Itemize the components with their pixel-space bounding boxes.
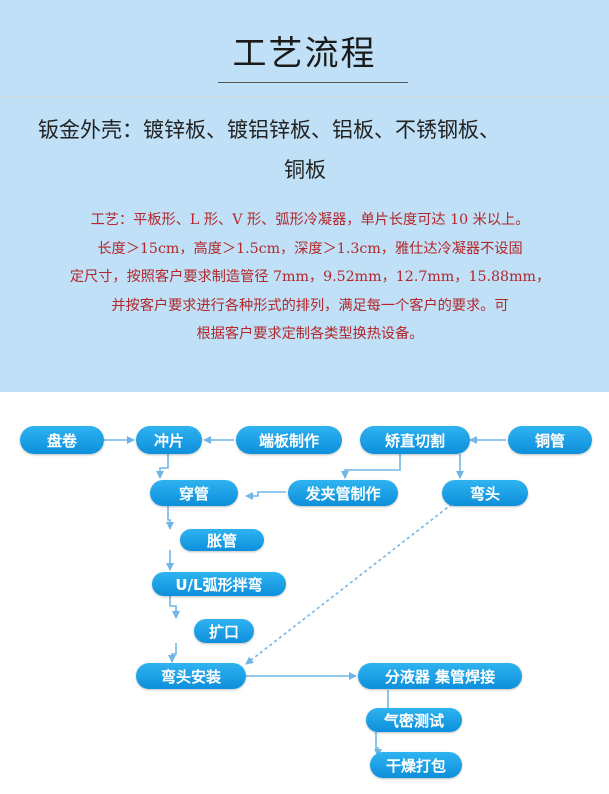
node-distributor-weld: 分液器 集管焊接 <box>358 663 522 689</box>
node-hairpin: 发夹管制作 <box>288 480 398 506</box>
node-elbow: 弯头 <box>442 480 528 506</box>
node-expand: 胀管 <box>180 529 264 551</box>
materials-text: 钣金外壳：镀锌板、镀铝锌板、铝板、不锈钢板、 铜板 <box>38 110 598 190</box>
node-copper-tube: 铜管 <box>508 426 592 454</box>
description-panel: 工艺流程 钣金外壳：镀锌板、镀铝锌板、铝板、不锈钢板、 铜板 工艺：平板形、L … <box>0 0 609 392</box>
arrow-elbow-install <box>245 503 453 665</box>
arrow-flare-install <box>168 643 177 663</box>
node-punch: 冲片 <box>136 426 202 454</box>
arrow-punch-threading <box>156 454 169 479</box>
node-coil: 盘卷 <box>20 426 104 454</box>
node-elbow-install: 弯头安装 <box>136 663 246 689</box>
node-leak-test: 气密测试 <box>366 708 462 732</box>
node-ul-bend: U/L弧形拌弯 <box>152 572 286 596</box>
arrow-straighten-hairpin <box>341 454 401 479</box>
arrow-threading-expand <box>166 506 174 530</box>
title-underline <box>218 82 408 83</box>
process-flowchart: 盘卷 冲片 端板制作 矫直切割 铜管 穿管 发夹管制作 弯头 胀管 U/L弧形拌… <box>0 392 609 794</box>
page-title: 工艺流程 <box>232 34 377 74</box>
materials-line-2: 铜板 <box>284 158 326 182</box>
arrow-hairpin-threading <box>245 491 286 500</box>
node-straighten: 矫直切割 <box>360 426 470 454</box>
node-endplate: 端板制作 <box>236 426 342 454</box>
process-line-3: 定尺寸，按照客户要求制造管径 7mm，9.52mm，12.7mm，15.88mm… <box>69 269 551 285</box>
process-description: 工艺：平板形、L 形、V 形、弧形冷凝器，单片长度可达 10 米以上。 长度＞1… <box>30 206 590 349</box>
process-line-5: 根据客户要求定制各类型换热设备。 <box>196 326 424 342</box>
materials-line-1: 钣金外壳：镀锌板、镀铝锌板、铝板、不锈钢板、 <box>38 118 500 142</box>
process-line-4: 并按客户要求进行各种形式的排列，满足每一个客户的要求。可 <box>111 297 509 314</box>
arrow-ulbend-flare <box>169 595 180 619</box>
divider <box>0 96 609 97</box>
process-line-1: 工艺：平板形、L 形、V 形、弧形冷凝器，单片长度可达 10 米以上。 <box>90 212 530 228</box>
node-flare: 扩口 <box>194 619 254 643</box>
node-dry-pack: 干燥打包 <box>370 752 462 778</box>
process-line-2: 长度＞15cm，高度＞1.5cm，深度＞1.3cm，雅仕达冷凝器不设固 <box>97 240 523 257</box>
node-threading: 穿管 <box>150 480 238 506</box>
